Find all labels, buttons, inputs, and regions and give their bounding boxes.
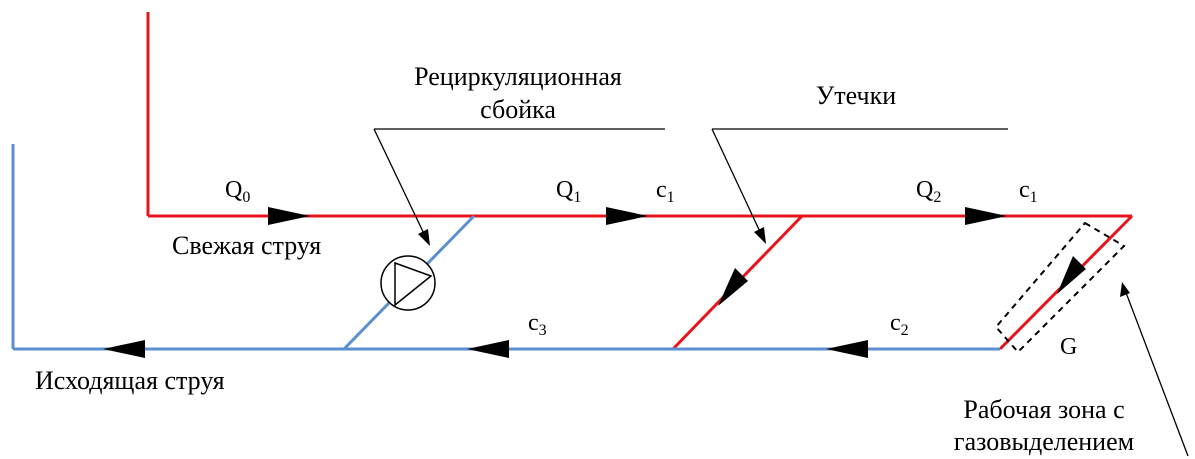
- symbol-c1-second: c1: [1019, 177, 1038, 206]
- recirculation-label-line2: сбойка: [480, 95, 556, 124]
- flow-arrow-leak: [718, 268, 748, 306]
- symbol-c2: c2: [890, 310, 909, 339]
- text-labels: Рециркуляционная сбойка Утечки Свежая ст…: [35, 62, 1134, 456]
- symbol-c3: c3: [528, 310, 547, 339]
- flow-arrow-exhaust-left: [103, 340, 145, 358]
- flow-symbols: Q0 Q1 c1 Q2 c1 c3 c2 G: [225, 177, 1077, 360]
- recirculation-label-line1: Рециркуляционная: [414, 62, 622, 91]
- flow-arrow-q0: [268, 207, 310, 225]
- symbol-q0: Q0: [225, 177, 250, 206]
- fan-triangle-icon: [394, 261, 433, 307]
- symbol-g: G: [1060, 334, 1077, 360]
- recirculation-callout-arrowhead: [418, 229, 430, 246]
- symbol-c1-first: c1: [656, 177, 675, 206]
- work-zone-label-line2: газовыделением: [954, 427, 1134, 456]
- leaks-label: Утечки: [816, 81, 896, 110]
- flow-arrow-c2: [826, 340, 868, 358]
- fan-circle: [380, 255, 436, 311]
- flow-arrow-q1: [606, 207, 648, 225]
- symbol-q2: Q2: [916, 177, 941, 206]
- leaks-callout-pointer: [711, 128, 763, 237]
- work-zone-callout-pointer: [1124, 289, 1189, 457]
- flow-arrows: [103, 207, 1086, 358]
- outgoing-stream-label: Исходящая струя: [35, 366, 225, 395]
- flow-arrow-c3: [467, 340, 509, 358]
- symbol-q1: Q1: [556, 177, 581, 206]
- recirculation-fan: [380, 255, 436, 311]
- leaks-callout-arrowhead: [754, 227, 766, 244]
- fresh-stream-label: Свежая струя: [172, 231, 321, 260]
- callout-lines: [373, 128, 1189, 457]
- work-zone-label-line1: Рабочая зона с: [963, 395, 1124, 424]
- recirculation-callout-pointer: [373, 128, 427, 239]
- flow-arrow-q2: [965, 207, 1007, 225]
- flow-arrow-work-zone: [1057, 256, 1086, 294]
- exhaust-air-network: [11, 144, 1000, 351]
- fresh-air-network: [146, 12, 1134, 351]
- work-zone-callout-arrowhead: [1120, 282, 1130, 297]
